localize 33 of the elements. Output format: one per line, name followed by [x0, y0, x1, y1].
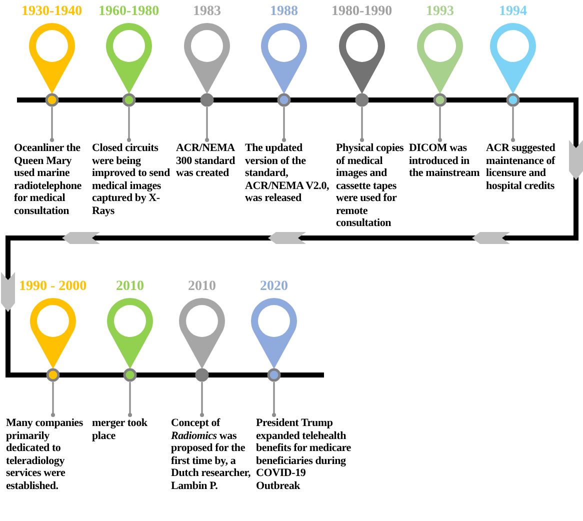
leader-line	[51, 382, 55, 417]
year-label: 2010	[116, 279, 144, 295]
event-description: The updated version of the standard, ACR/NEMA V2.0, was released	[245, 142, 333, 204]
year-label: 1994	[499, 4, 527, 20]
event-description: ACR/NEMA 300 standard was created	[176, 142, 242, 180]
year-label: 1990 - 2000	[19, 279, 87, 295]
year-label: 2020	[260, 279, 288, 295]
event-description: merger took place	[92, 417, 168, 442]
leader-line	[438, 107, 442, 142]
event-description: ACR suggested maintenance of licensure and hospital credits	[486, 142, 564, 192]
event-description: Oceanliner the Queen Mary used marine radiotelephone for medical consultation	[14, 142, 88, 217]
event-description: President Trump expanded telehealth benefits for medicare beneficiaries during COVID-19 Outbreak	[256, 417, 351, 492]
year-label: 1930-1940	[22, 4, 82, 20]
leader-line	[282, 107, 286, 142]
event-description: Closed circuits were being improved to send medical images captured by X-Rays	[92, 142, 170, 217]
leader-line	[205, 107, 209, 142]
leader-line	[127, 107, 131, 142]
leader-line	[360, 107, 364, 142]
year-label: 1960-1980	[98, 4, 160, 20]
leader-line	[128, 382, 132, 417]
leader-line	[272, 382, 276, 417]
event-description: Physical copies of medical images and cassette tapes were used for remote consultation	[336, 142, 408, 230]
year-label: 1988	[270, 4, 298, 20]
year-label: 1980-1990	[332, 4, 392, 20]
event-description: Concept of Radiomics was proposed for the first time by, a Dutch researcher, Lambin P.	[171, 417, 251, 492]
leader-line	[200, 382, 204, 417]
event-description: DICOM was introduced in the mainstream	[409, 142, 483, 180]
leader-line	[511, 107, 515, 142]
year-label: 2010	[188, 279, 216, 295]
year-label: 1983	[193, 4, 221, 20]
event-description: Many companies primarily dedicated to teleradiology services were established.	[6, 417, 92, 492]
leader-line	[50, 107, 54, 142]
year-label: 1993	[426, 4, 454, 20]
